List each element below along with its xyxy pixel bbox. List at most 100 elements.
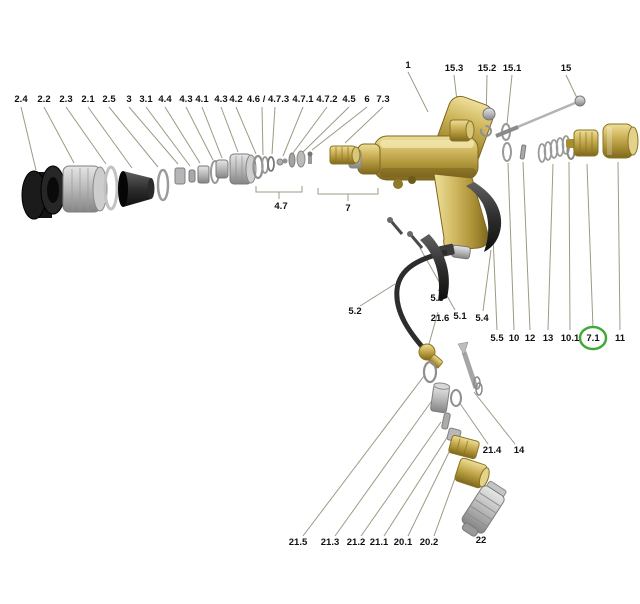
leader-line [482, 249, 492, 312]
label-4-5: 4.5 [342, 94, 356, 105]
label-21-4: 21.4 [483, 445, 502, 456]
leader-line [261, 106, 264, 156]
label-2-1: 2.1 [81, 94, 95, 105]
part-2-5 [156, 168, 170, 202]
label-3: 3 [126, 94, 131, 105]
leader-lines [20, 71, 621, 537]
leader-line [617, 161, 621, 331]
part-2-2 [62, 165, 108, 213]
label-7-3: 7.3 [376, 94, 389, 105]
part-6 [307, 151, 313, 164]
part-15-needle [495, 95, 586, 138]
part-21-5 [422, 360, 438, 384]
part-2-4 [21, 165, 66, 220]
label-10: 10 [509, 333, 520, 344]
label-4-7-2: 4.7.2 [316, 94, 337, 105]
leader-line [506, 74, 513, 125]
label-2-3: 2.3 [59, 94, 72, 105]
part-4-1 [215, 159, 229, 179]
part-15-3 [449, 119, 475, 142]
leader-line [334, 401, 432, 537]
leader-line [302, 106, 350, 153]
part-5-3-lever [420, 234, 449, 301]
leader-line [43, 106, 75, 164]
label-14: 14 [514, 445, 525, 456]
leader-line [568, 161, 571, 331]
leader-line [565, 74, 578, 99]
part-7-1 [566, 129, 599, 157]
leader-line [65, 106, 107, 165]
label-7-1-highlighted: 7.1 [586, 333, 600, 344]
label-3-1: 3.1 [139, 94, 153, 105]
label-5-4: 5.4 [475, 313, 489, 324]
part-12 [519, 144, 527, 160]
label-15-1: 15.1 [503, 63, 522, 74]
label-20-2: 20.2 [420, 537, 439, 548]
part-20-2 [454, 457, 490, 489]
label-21-1: 21.1 [370, 537, 389, 548]
leader-line [128, 106, 179, 165]
leader-line [164, 106, 201, 164]
label-13: 13 [543, 333, 554, 344]
leader-line [383, 435, 449, 537]
part-2-1 [118, 171, 155, 207]
part-4-7-1 [276, 158, 288, 166]
part-4-3b [229, 153, 257, 185]
leader-line [407, 71, 429, 113]
part-21-4 [450, 389, 462, 407]
label-20-1: 20.1 [394, 537, 413, 548]
part-21-2 [441, 412, 451, 430]
part-10 [502, 142, 512, 162]
leader-line [458, 401, 489, 445]
leader-line [428, 311, 439, 345]
part-21-3 [430, 382, 451, 414]
part-4-6-and-4-7-3 [261, 156, 275, 174]
label-15-3: 15.3 [445, 63, 464, 74]
leader-line [311, 106, 368, 151]
label-5-2: 5.2 [348, 306, 361, 317]
part-4-4 [197, 165, 210, 184]
label-21-2: 21.2 [347, 537, 366, 548]
leader-line [522, 161, 531, 331]
label-2-4: 2.4 [14, 94, 28, 105]
leader-line [87, 106, 133, 169]
part-2-3 [103, 165, 119, 211]
label-11: 11 [615, 333, 626, 344]
leader-line [507, 162, 515, 331]
bracket-4-7 [255, 186, 303, 199]
label-4-3-a: 4.3 [179, 94, 192, 105]
label-4-6-4-7-3: 4.6 / 4.7.3 [247, 94, 289, 105]
leader-line [586, 163, 594, 329]
label-21-5: 21.5 [289, 537, 308, 548]
part-5-2-pipe [394, 243, 455, 352]
label-2-2: 2.2 [37, 94, 50, 105]
leader-line [145, 106, 191, 167]
label-5-5: 5.5 [490, 333, 504, 344]
leader-line [292, 106, 328, 154]
highlight-circle-7-1 [578, 325, 608, 351]
leader-line [433, 469, 459, 537]
part-15-2 [480, 125, 492, 137]
bracket-7 [317, 188, 379, 201]
label-4-1: 4.1 [195, 94, 209, 105]
part-14-valve-stem [457, 341, 483, 396]
leader-line [185, 106, 214, 161]
part-11 [602, 123, 639, 159]
gun-trigger [466, 182, 502, 252]
label-22: 22 [476, 535, 487, 546]
part-3-1 [188, 169, 196, 183]
leader-line [547, 163, 554, 331]
part-7-3 [329, 145, 361, 165]
leader-line [220, 106, 239, 153]
part-3 [174, 167, 186, 185]
part-4-7-2 [288, 152, 296, 168]
label-4-4: 4.4 [158, 94, 172, 105]
part-4-5 [296, 150, 306, 168]
leader-line [344, 106, 384, 144]
label-1: 1 [405, 60, 411, 71]
leader-line [108, 106, 159, 168]
label-15: 15 [561, 63, 572, 74]
leader-line [360, 421, 442, 537]
